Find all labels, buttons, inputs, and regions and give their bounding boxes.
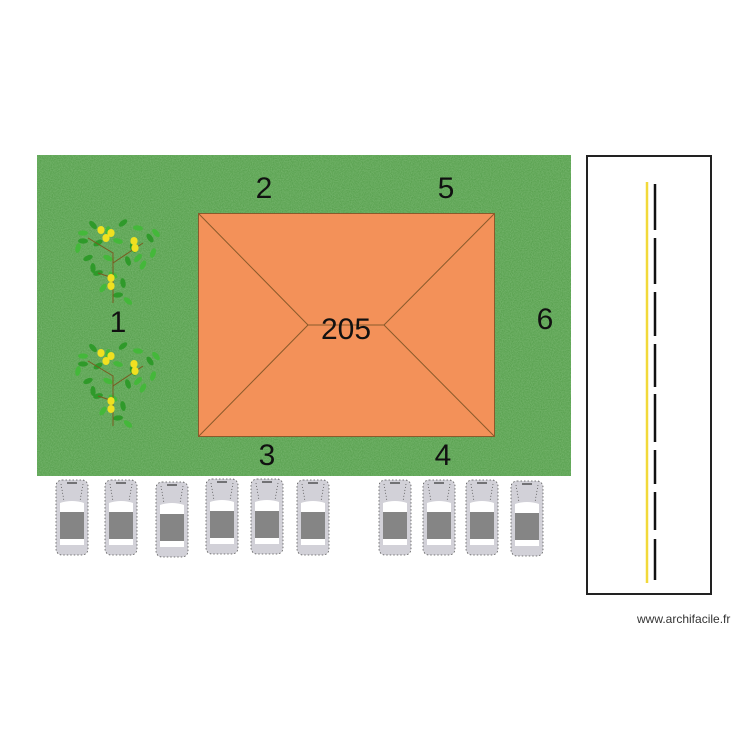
lemon-tree-icon [75,219,160,305]
road-markings [645,182,657,583]
watermark: www.archifacile.fr [637,612,731,626]
parked-car[interactable] [510,480,544,557]
parked-car[interactable] [422,479,456,556]
side-label-4: 4 [434,439,452,472]
parked-car[interactable] [205,478,239,555]
parked-car[interactable] [250,478,284,555]
side-label-1: 1 [109,306,127,339]
parked-car[interactable] [378,479,412,556]
side-label-2: 2 [255,172,273,205]
roof-area-label: 205 [320,313,372,346]
side-label-3: 3 [258,439,276,472]
parked-car[interactable] [55,479,89,556]
side-label-5: 5 [437,172,455,205]
side-label-6: 6 [536,303,554,336]
parked-car[interactable] [296,479,330,556]
parked-car[interactable] [155,481,189,558]
road [586,155,712,595]
parked-car[interactable] [465,479,499,556]
house-roof[interactable] [198,213,495,437]
parked-car[interactable] [104,479,138,556]
lemon-tree-icon [75,342,160,428]
